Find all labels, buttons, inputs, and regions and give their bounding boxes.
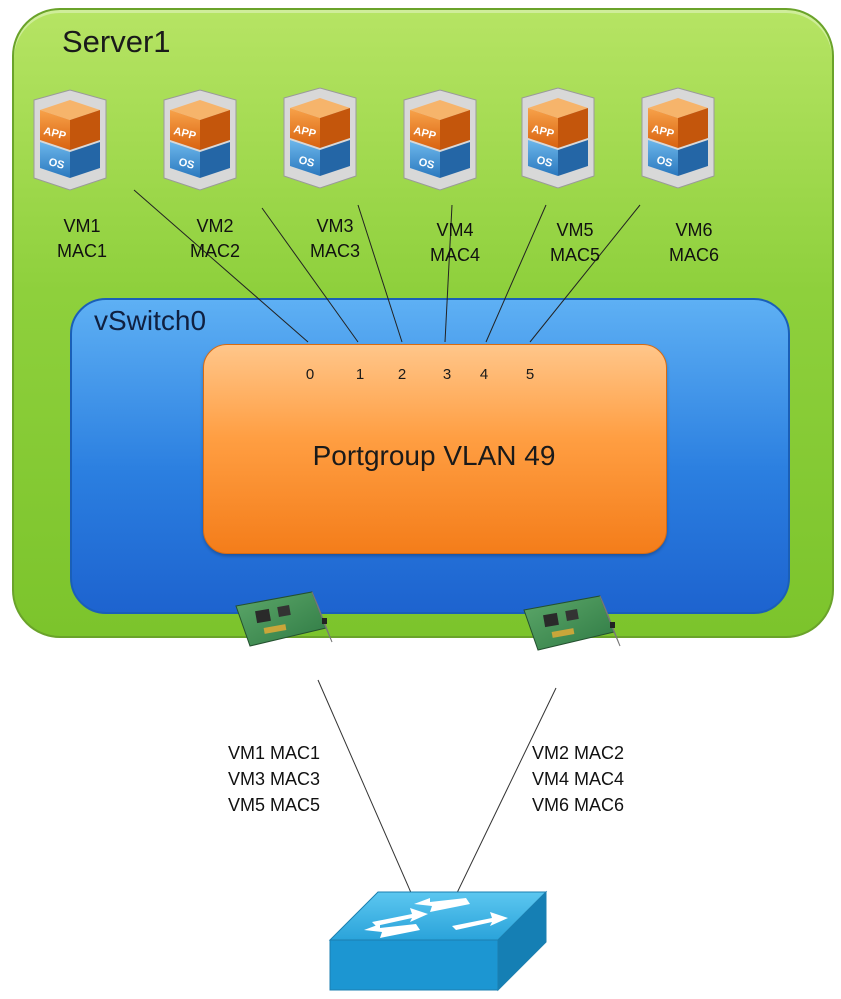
uplink-line-left: [317, 679, 413, 896]
uplink-line-right: [455, 687, 557, 896]
vm-mac: MAC3: [309, 241, 360, 261]
link-vm1-port0: [133, 189, 309, 343]
vm-name: VM2: [196, 216, 234, 236]
vm-label-4: VM4 MAC4: [415, 218, 495, 268]
vm-label-5: VM5 MAC5: [535, 218, 615, 268]
vm-mac: MAC1: [56, 241, 107, 261]
vm-name: VM1: [63, 216, 101, 236]
vm-label-1: VM1 MAC1: [42, 214, 122, 264]
vm-name: VM5: [556, 220, 594, 240]
port-number-3: 3: [442, 366, 452, 383]
vswitch-title: vSwitch0: [94, 305, 207, 336]
vm-name: VM6: [675, 220, 713, 240]
vm-name: VM3: [316, 216, 354, 236]
portgroup-box: [203, 344, 667, 554]
link-vm6-port5: [529, 204, 641, 343]
uplink-mac-list-1: VM1 MAC1 VM3 MAC3 VM5 MAC5: [228, 740, 320, 818]
vm-icon-5: [521, 87, 595, 189]
vm-label-3: VM3 MAC3: [295, 214, 375, 264]
uplink-mac-list-2: VM2 MAC2 VM4 MAC4 VM6 MAC6: [532, 740, 624, 818]
portgroup-label: Portgroup VLAN 49: [312, 440, 556, 471]
mac-entry: VM2 MAC2: [532, 743, 625, 763]
vm-icon-1: [33, 89, 107, 191]
vm-label-2: VM2 MAC2: [175, 214, 255, 264]
link-vm4-port3: [444, 204, 453, 343]
vm-mac: MAC6: [668, 245, 719, 265]
server-title: Server1: [62, 24, 171, 59]
link-vm2-port1: [261, 207, 359, 343]
uplink-links: [317, 679, 557, 896]
mac-entry: VM1 MAC1: [228, 743, 321, 763]
vm-icon-2: [163, 89, 237, 191]
vm-name: VM4: [436, 220, 474, 240]
vm-icon-3: [283, 87, 357, 189]
mac-entry: VM5 MAC5: [228, 795, 321, 815]
vm-mac: MAC2: [189, 241, 240, 261]
nic-card-icon-2: [523, 595, 621, 651]
port-number-1: 1: [355, 366, 365, 383]
port-number-4: 4: [479, 366, 489, 383]
link-vm3-port2: [357, 204, 403, 343]
mac-entry: VM4 MAC4: [532, 769, 625, 789]
vm-mac: MAC4: [429, 245, 480, 265]
network-switch-icon: [328, 890, 548, 992]
vm-icon-4: [403, 89, 477, 191]
port-number-2: 2: [397, 366, 407, 383]
vm-label-6: VM6 MAC6: [654, 218, 734, 268]
vm-port-links: [133, 189, 641, 343]
port-number-0: 0: [305, 366, 315, 383]
mac-entry: VM3 MAC3: [228, 769, 321, 789]
nic-card-icon-1: [235, 591, 333, 647]
vm-mac: MAC5: [549, 245, 600, 265]
mac-entry: VM6 MAC6: [532, 795, 625, 815]
port-number-5: 5: [525, 366, 535, 383]
link-vm5-port4: [485, 204, 547, 343]
vm-icon-6: [641, 87, 715, 189]
